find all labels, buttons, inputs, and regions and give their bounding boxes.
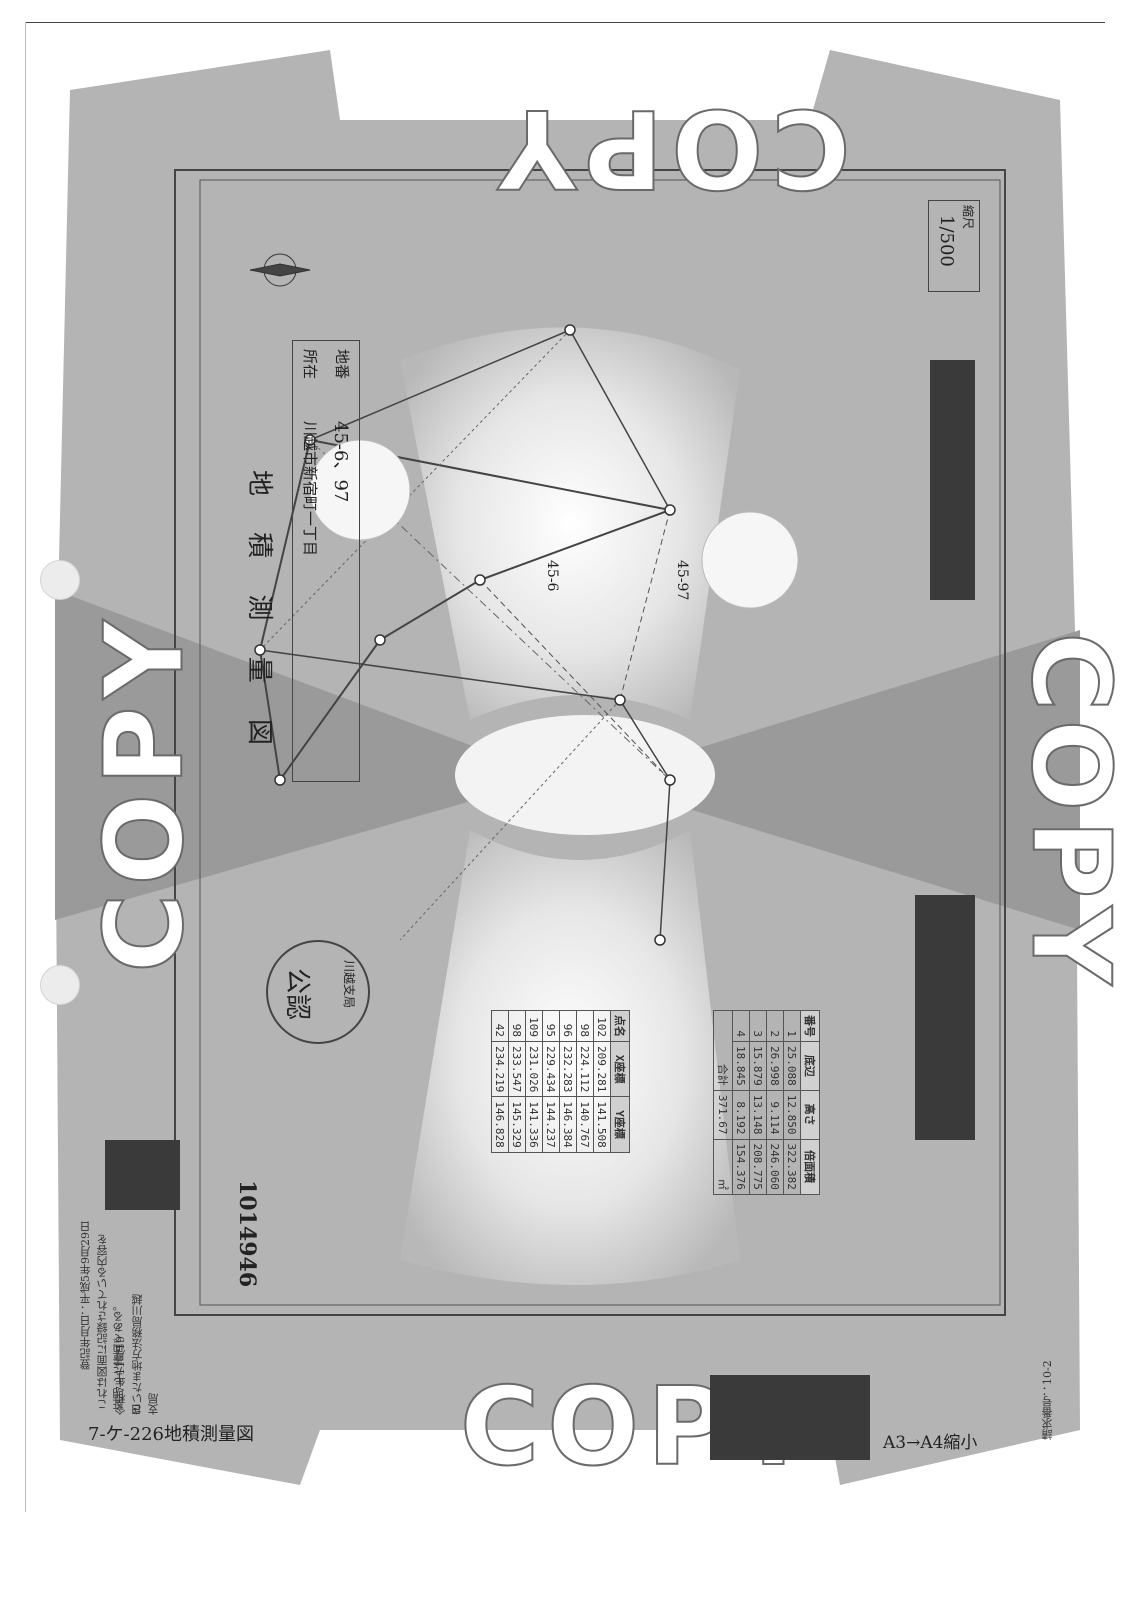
drawing-title: 地 積 測 量 図 bbox=[244, 470, 274, 760]
table-cell: 15.879 bbox=[749, 1041, 767, 1091]
table-cell: 209.281 bbox=[593, 1041, 611, 1097]
parcel-label-45-6: 45-6 bbox=[544, 560, 560, 592]
footer-label: 7-ケ-226地積測量図 bbox=[88, 1424, 254, 1445]
certification-office: さいたま地方法務局川越支局 bbox=[131, 1294, 160, 1415]
punch-hole-1 bbox=[40, 560, 80, 600]
punch-hole-2 bbox=[40, 965, 80, 1005]
table-cell: 96 bbox=[559, 1010, 577, 1042]
survey-plot bbox=[249, 253, 799, 946]
official-stamp: 川越支局 公認 bbox=[266, 940, 370, 1044]
lot-info-box: 地番 45-6、97 所在 川越市新宿町一丁目 bbox=[292, 340, 360, 782]
table-header: Y座標 bbox=[610, 1096, 630, 1153]
table-header-row: 番号 底辺 高さ 倍面積 bbox=[800, 1010, 820, 1195]
table-header-row: 点名 X座標 Y座標 bbox=[610, 1010, 630, 1153]
total-label: 合計 bbox=[713, 1010, 733, 1091]
copy-watermark-left: COPY bbox=[82, 611, 209, 973]
page-left-edge bbox=[25, 22, 26, 1512]
scale-label: 縮尺 bbox=[961, 205, 975, 230]
table-cell: 144.237 bbox=[542, 1096, 560, 1153]
table-cell: 146.384 bbox=[559, 1096, 577, 1153]
table-total-row: 合計 371.67 ㎡ bbox=[713, 1010, 733, 1195]
location-value: 川越市新宿町一丁目 bbox=[301, 421, 319, 557]
table-cell: 25.088 bbox=[783, 1041, 801, 1091]
table-cell: 231.026 bbox=[525, 1041, 543, 1097]
table-cell: 141.336 bbox=[525, 1096, 543, 1153]
total-value: 371.67 bbox=[713, 1090, 733, 1139]
table-cell: 233.547 bbox=[508, 1041, 526, 1097]
table-cell: 229.434 bbox=[542, 1041, 560, 1097]
lot-number: 45-6、97 bbox=[330, 421, 351, 503]
table-header: 倍面積 bbox=[800, 1139, 820, 1195]
parcel-label-45-97: 45-97 bbox=[674, 560, 690, 601]
redaction-block bbox=[710, 1375, 870, 1460]
registration-date-label: 登記年月日：平成5年9月29日 bbox=[79, 1221, 92, 1370]
stamp-text: 公認 bbox=[282, 968, 312, 1021]
table-cell: 2 bbox=[766, 1010, 784, 1042]
table-cell: 3 bbox=[749, 1010, 767, 1042]
lot-label: 地番 bbox=[333, 349, 351, 380]
table-cell: 42 bbox=[491, 1010, 509, 1042]
rotated-drawing: 地 積 測 量 図 地番 45-6、97 所在 川越市新宿町一丁目 45-6 4… bbox=[210, 180, 1000, 1540]
table-cell: 234.219 bbox=[491, 1041, 509, 1097]
table-cell: 98 bbox=[508, 1010, 526, 1042]
table-cell: 4 bbox=[732, 1010, 750, 1042]
table-cell: 1 bbox=[783, 1010, 801, 1042]
table-cell: 232.283 bbox=[559, 1041, 577, 1097]
table-cell: 154.376 bbox=[732, 1139, 750, 1195]
sheet-background bbox=[55, 50, 1080, 1485]
table-cell: 145.329 bbox=[508, 1096, 526, 1153]
request-number: 請求番号：10-2 bbox=[1041, 1360, 1054, 1440]
table-cell: 208.775 bbox=[749, 1139, 767, 1195]
scanned-sheet: COPY COPY COPY COPY bbox=[40, 30, 1131, 1500]
table-header: 点名 bbox=[610, 1010, 630, 1042]
table-cell: 98 bbox=[576, 1010, 594, 1042]
redaction-block bbox=[915, 895, 975, 1140]
scale-box: 縮尺 1/500 bbox=[928, 200, 980, 292]
stamp-ring: 川越支局 bbox=[342, 960, 356, 1009]
table-cell: 95 bbox=[542, 1010, 560, 1042]
table-cell: 9.114 bbox=[766, 1090, 784, 1139]
table-cell: 140.767 bbox=[576, 1096, 594, 1153]
table-header: 高さ bbox=[800, 1090, 820, 1139]
table-cell: 18.845 bbox=[732, 1041, 750, 1091]
area-unit: ㎡ bbox=[713, 1139, 733, 1195]
table-cell: 246.060 bbox=[766, 1139, 784, 1195]
table-header: X座標 bbox=[610, 1041, 630, 1097]
location-label: 所在 bbox=[301, 349, 319, 380]
table-cell: 26.998 bbox=[766, 1041, 784, 1091]
table-header: 番号 bbox=[800, 1010, 820, 1042]
table-cell: 224.112 bbox=[576, 1041, 594, 1097]
scale-note: A3→A4縮小 bbox=[883, 1433, 978, 1453]
redaction-block bbox=[930, 360, 975, 600]
table-cell: 102 bbox=[593, 1010, 611, 1042]
document-number: 1014946 bbox=[234, 1180, 260, 1288]
redaction-block bbox=[105, 1140, 180, 1210]
table-cell: 8.192 bbox=[732, 1090, 750, 1139]
table-cell: 322.382 bbox=[783, 1139, 801, 1195]
table-cell: 141.508 bbox=[593, 1096, 611, 1153]
table-cell: 146.828 bbox=[491, 1096, 509, 1153]
table-cell: 12.850 bbox=[783, 1090, 801, 1139]
table-cell: 13.148 bbox=[749, 1090, 767, 1139]
scale-value: 1/500 bbox=[936, 215, 957, 267]
page-top-rule bbox=[25, 22, 1105, 23]
table-cell: 109 bbox=[525, 1010, 543, 1042]
table-header: 底辺 bbox=[800, 1041, 820, 1091]
copy-watermark-right: COPY bbox=[1007, 631, 1131, 993]
